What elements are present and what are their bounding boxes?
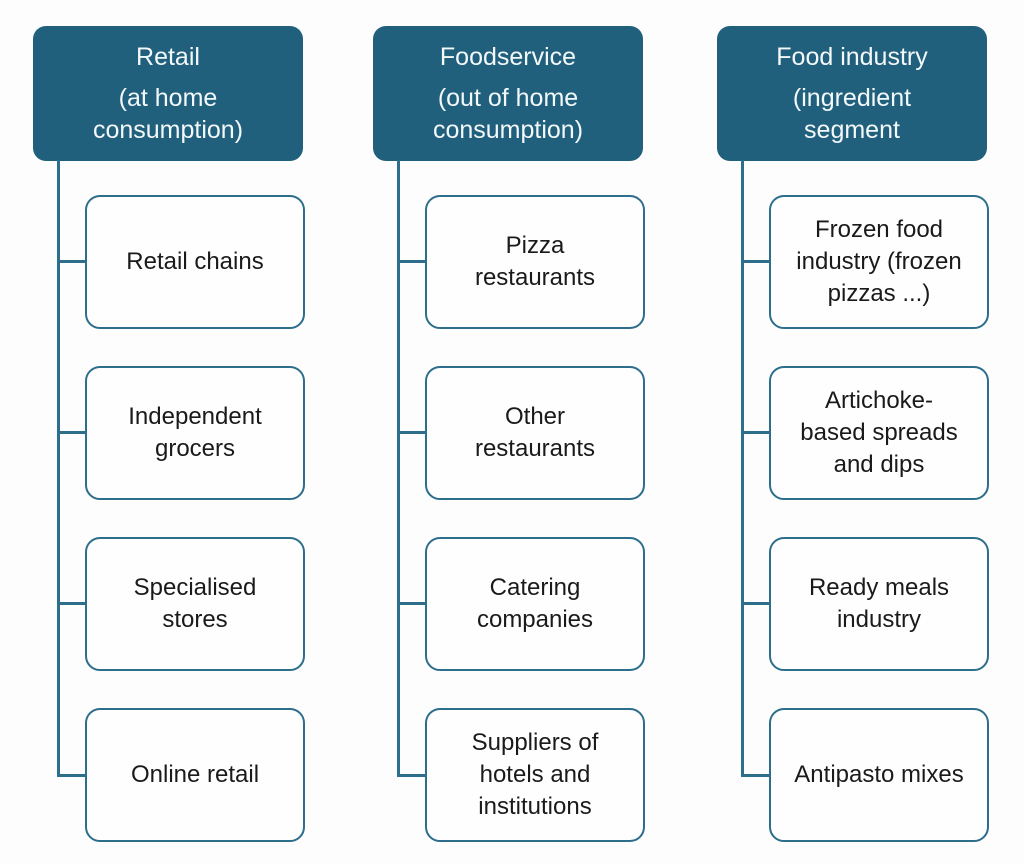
child-node-label: Pizza restaurants bbox=[474, 232, 596, 291]
connector-elbow-line bbox=[397, 774, 426, 777]
child-node-label: Other restaurants bbox=[474, 403, 596, 462]
connector-elbow-line bbox=[397, 431, 426, 434]
child-node-box: Online retail bbox=[85, 708, 305, 842]
child-node-box: Catering companies bbox=[425, 537, 645, 671]
header-box-foodservice: Foodservice (out of home consumption) bbox=[373, 26, 643, 161]
connector-elbow-line bbox=[57, 774, 86, 777]
child-node-label: Ready meals industry bbox=[808, 574, 950, 633]
header-box-retail: Retail (at home consumption) bbox=[33, 26, 303, 161]
connector-elbow-line bbox=[57, 602, 86, 605]
child-node-label: Specialised stores bbox=[133, 574, 257, 633]
column-retail: Retail (at home consumption) Retail chai… bbox=[33, 0, 343, 864]
child-node-box: Suppliers of hotels and institutions bbox=[425, 708, 645, 842]
child-node-label: Catering companies bbox=[476, 574, 594, 633]
child-node-label: Independent grocers bbox=[128, 403, 262, 462]
connector-elbow-line bbox=[57, 431, 86, 434]
connector-vertical-line bbox=[57, 160, 60, 777]
column-food-industry: Food industry (ingredient segment Frozen… bbox=[717, 0, 1024, 864]
connector-vertical-line bbox=[397, 160, 400, 777]
child-node-box: Other restaurants bbox=[425, 366, 645, 500]
connector-elbow-line bbox=[397, 602, 426, 605]
connector-elbow-line bbox=[741, 260, 770, 263]
child-node-label: Artichoke- based spreads and dips bbox=[800, 387, 958, 478]
child-node-box: Specialised stores bbox=[85, 537, 305, 671]
header-subtitle: (out of home consumption) bbox=[432, 84, 584, 144]
header-subtitle: (at home consumption) bbox=[92, 84, 244, 144]
child-node-label: Retail chains bbox=[126, 248, 264, 276]
column-foodservice: Foodservice (out of home consumption) Pi… bbox=[373, 0, 683, 864]
header-subtitle: (ingredient segment bbox=[792, 84, 912, 144]
child-node-box: Ready meals industry bbox=[769, 537, 989, 671]
child-node-box: Antipasto mixes bbox=[769, 708, 989, 842]
connector-elbow-line bbox=[741, 602, 770, 605]
child-node-box: Independent grocers bbox=[85, 366, 305, 500]
child-node-label: Frozen food industry (frozen pizzas ...) bbox=[796, 216, 962, 307]
child-node-box: Artichoke- based spreads and dips bbox=[769, 366, 989, 500]
header-box-food-industry: Food industry (ingredient segment bbox=[717, 26, 987, 161]
connector-elbow-line bbox=[57, 260, 86, 263]
child-node-box: Retail chains bbox=[85, 195, 305, 329]
child-node-box: Pizza restaurants bbox=[425, 195, 645, 329]
connector-vertical-line bbox=[741, 160, 744, 777]
header-title: Food industry bbox=[776, 43, 928, 71]
connector-elbow-line bbox=[741, 774, 770, 777]
connector-elbow-line bbox=[397, 260, 426, 263]
child-node-box: Frozen food industry (frozen pizzas ...) bbox=[769, 195, 989, 329]
header-title: Retail bbox=[136, 43, 200, 71]
child-node-label: Online retail bbox=[130, 761, 260, 789]
header-title: Foodservice bbox=[439, 43, 577, 71]
connector-elbow-line bbox=[741, 431, 770, 434]
child-node-label: Suppliers of hotels and institutions bbox=[471, 729, 599, 820]
child-node-label: Antipasto mixes bbox=[794, 761, 964, 789]
